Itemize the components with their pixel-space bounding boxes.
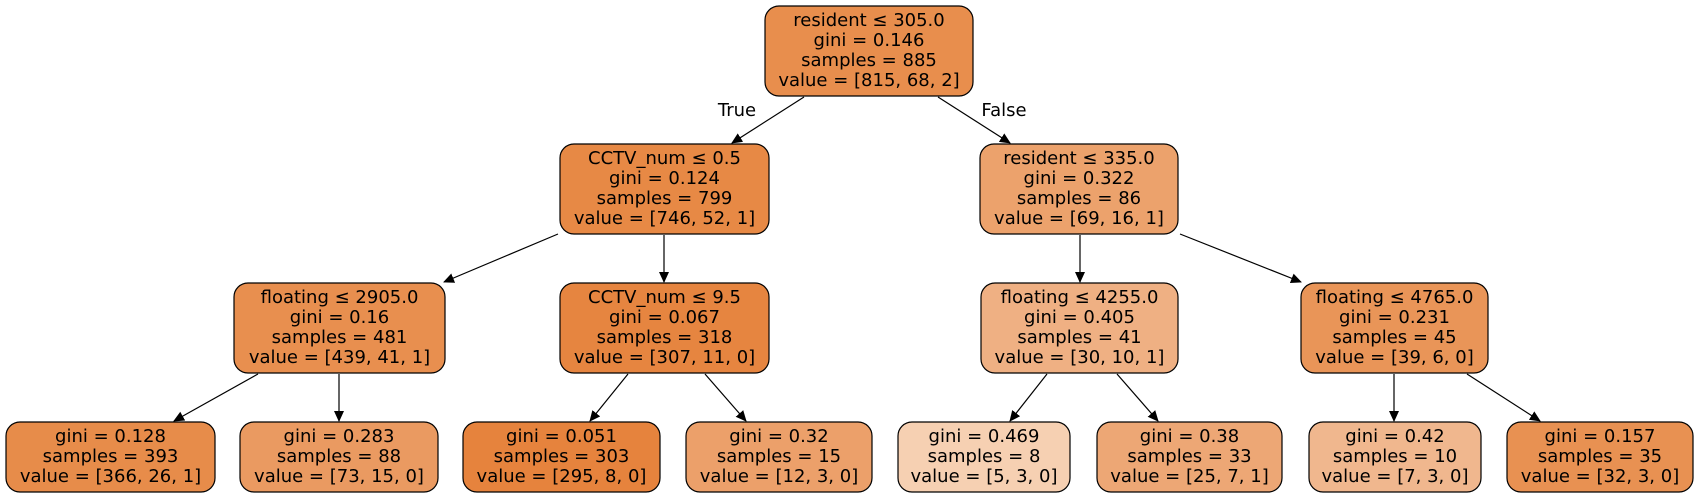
node-box [1308, 421, 1482, 493]
node-text-line: samples = 10 [1333, 446, 1457, 467]
node-box [5, 421, 216, 493]
node-text-line: value = [32, 3, 0] [1521, 466, 1679, 487]
edge-label-false: False [981, 100, 1026, 121]
node-text-line: floating ≤ 4765.0 [1316, 287, 1474, 308]
node-text-line: gini = 0.067 [609, 307, 720, 328]
node-text-line: value = [39, 6, 0] [1315, 347, 1473, 368]
node-text-line: gini = 0.38 [1140, 426, 1239, 447]
node-text-line: gini = 0.42 [1345, 426, 1444, 447]
node-text-line: samples = 41 [1017, 327, 1141, 348]
node-box [239, 421, 439, 493]
node-text-line: resident ≤ 335.0 [1003, 148, 1154, 169]
node-text-line: gini = 0.051 [506, 426, 617, 447]
node-box [462, 421, 661, 493]
node-text-line: gini = 0.469 [929, 426, 1040, 447]
node-text-line: value = [73, 15, 0] [254, 466, 424, 487]
node-text-line: value = [7, 3, 0] [1322, 466, 1469, 487]
edge-n6-n14 [1466, 373, 1541, 422]
node-box [1096, 421, 1283, 493]
node-text-line: samples = 45 [1332, 327, 1456, 348]
node-box [559, 282, 770, 374]
edges-layer: True False [173, 96, 1541, 422]
node-text-line: floating ≤ 2905.0 [261, 287, 419, 308]
node-box [685, 421, 873, 493]
edge-n3-n7 [173, 373, 259, 422]
node-text-line: value = [746, 52, 1] [574, 208, 755, 229]
node-box [979, 143, 1179, 235]
node-box [559, 143, 770, 235]
node-text-line: samples = 885 [801, 50, 937, 71]
edge-n2-n6 [1179, 233, 1302, 283]
node-box [233, 282, 446, 374]
node-text-line: gini = 0.32 [729, 426, 828, 447]
edge-n1-n3 [443, 233, 559, 283]
node-text-line: samples = 318 [597, 327, 733, 348]
node-text-line: value = [30, 10, 1] [995, 347, 1165, 368]
node-text-line: samples = 86 [1017, 188, 1141, 209]
edge-n4-n10 [704, 373, 747, 422]
node-text-line: gini = 0.128 [55, 426, 166, 447]
node-text-line: gini = 0.405 [1024, 307, 1135, 328]
node-text-line: value = [307, 11, 0] [574, 347, 755, 368]
edge-n4-n9 [589, 373, 629, 422]
node-text-line: gini = 0.157 [1545, 426, 1656, 447]
node-box [1300, 282, 1489, 374]
node-text-line: value = [5, 3, 0] [911, 466, 1058, 487]
edge-n0-n2 [937, 96, 1011, 144]
node-box [764, 5, 974, 97]
node-text-line: samples = 481 [272, 327, 408, 348]
node-text-line: value = [366, 26, 1] [20, 466, 201, 487]
node-text-line: CCTV_num ≤ 0.5 [588, 148, 741, 169]
node-text-line: CCTV_num ≤ 9.5 [588, 287, 741, 308]
node-box [980, 282, 1179, 374]
node-box [1506, 421, 1694, 493]
node-text-line: samples = 88 [277, 446, 401, 467]
node-text-line: samples = 799 [597, 188, 733, 209]
node-text-line: gini = 0.283 [284, 426, 395, 447]
node-text-line: gini = 0.146 [814, 30, 925, 51]
node-text-line: floating ≤ 4255.0 [1001, 287, 1159, 308]
node-box [897, 421, 1071, 493]
node-text-line: value = [69, 16, 1] [994, 208, 1164, 229]
node-text-line: samples = 393 [43, 446, 179, 467]
node-text-line: gini = 0.16 [290, 307, 389, 328]
node-text-line: gini = 0.231 [1339, 307, 1450, 328]
node-text-line: samples = 35 [1538, 446, 1662, 467]
node-text-line: samples = 33 [1127, 446, 1251, 467]
edge-n5-n12 [1116, 373, 1159, 422]
edge-label-true: True [717, 100, 756, 121]
node-text-line: samples = 303 [494, 446, 630, 467]
edge-n0-n1 [731, 96, 805, 144]
node-text-line: samples = 15 [717, 446, 841, 467]
node-text-line: value = [12, 3, 0] [700, 466, 858, 487]
node-text-line: resident ≤ 305.0 [793, 10, 944, 31]
node-text-line: value = [25, 7, 1] [1110, 466, 1268, 487]
node-text-line: gini = 0.322 [1024, 168, 1135, 189]
node-text-line: value = [815, 68, 2] [778, 70, 959, 91]
node-text-line: gini = 0.124 [609, 168, 720, 189]
edge-n5-n11 [1009, 373, 1048, 422]
node-text-line: value = [295, 8, 0] [477, 466, 647, 487]
node-text-line: value = [439, 41, 1] [249, 347, 430, 368]
node-text-line: samples = 8 [928, 446, 1041, 467]
